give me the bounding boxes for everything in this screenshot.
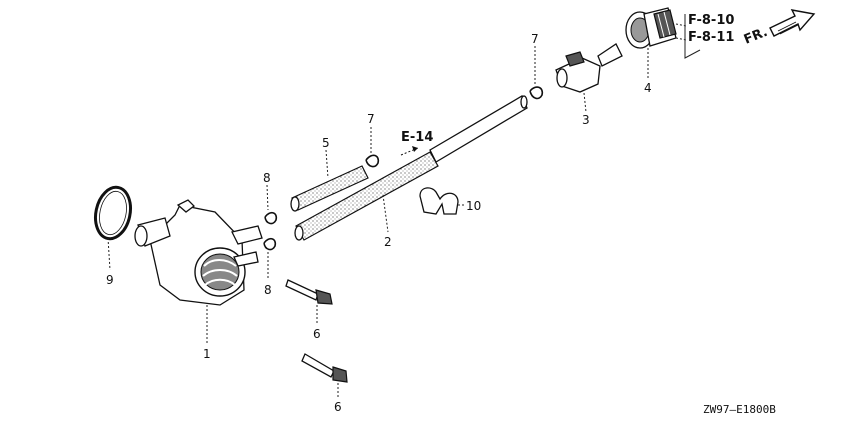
callout-part-4: 4	[644, 81, 652, 95]
e14-arrow-icon	[400, 146, 419, 156]
callout-part-1: 1	[203, 347, 211, 361]
callout-part-2: 2	[384, 235, 392, 249]
clip-part-10	[419, 187, 465, 215]
reference-e14: E-14	[401, 130, 433, 145]
callout-part-8-lower: 8	[264, 283, 272, 297]
reference-bracket	[684, 14, 701, 59]
front-arrow-icon	[769, 9, 816, 37]
drawing-code: ZW97–E1800B	[703, 403, 776, 416]
valve-part-4	[625, 7, 687, 80]
callout-part-9: 9	[106, 273, 114, 287]
callout-part-7-middle: 7	[367, 112, 375, 126]
clamp-part-7-middle	[365, 127, 380, 168]
front-label: FR.	[742, 25, 770, 48]
fuel-pump-part-1	[134, 199, 263, 345]
callout-part-3: 3	[582, 113, 590, 127]
callout-part-5: 5	[322, 136, 330, 150]
clamp-part-8-upper	[264, 184, 278, 225]
bolt-part-6-lower	[301, 353, 348, 398]
callout-part-10: 10	[466, 199, 481, 213]
tube-part-2	[294, 95, 528, 241]
o-ring-part-9	[94, 185, 132, 271]
fitting-part-3	[555, 43, 623, 113]
callout-part-6-lower: 6	[334, 400, 342, 414]
reference-f-8-10: F-8-10	[688, 13, 734, 28]
callout-part-8-upper: 8	[263, 171, 271, 185]
clamp-part-8-lower	[263, 237, 277, 280]
callout-part-7-right: 7	[531, 32, 539, 46]
tube-part-5	[290, 149, 369, 212]
clamp-part-7-right	[529, 46, 544, 100]
reference-f-8-11: F-8-11	[688, 30, 734, 45]
callout-part-6-upper: 6	[313, 327, 321, 341]
bolt-part-6-upper	[285, 279, 333, 325]
